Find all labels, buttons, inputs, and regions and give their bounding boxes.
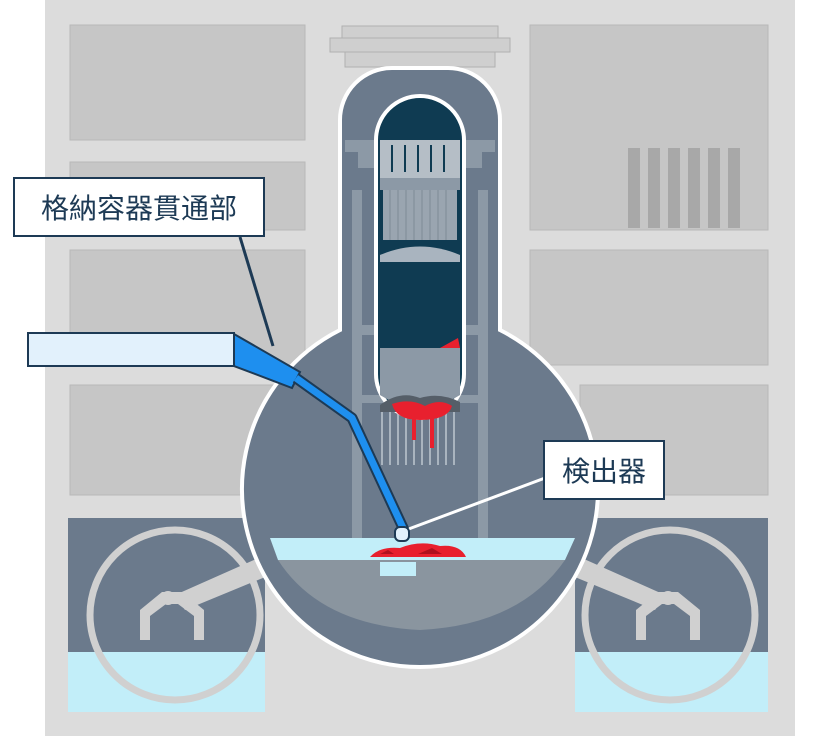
detector-head: [394, 526, 410, 542]
detector-leader-line: [405, 476, 546, 532]
suppression-pool-right: [570, 518, 768, 712]
containment-cap: [329, 25, 511, 68]
guide-pipe: [27, 332, 235, 367]
detector-label: 検出器: [543, 440, 665, 500]
molten-debris-vessel: [392, 401, 452, 420]
investigation-probe: [27, 332, 410, 542]
vent-bars: [628, 148, 740, 228]
penetration-label: 格納容器貫通部: [13, 177, 265, 237]
sump: [380, 562, 416, 576]
molten-debris-floor: [370, 543, 466, 557]
penetration-leader-line: [238, 236, 275, 347]
vessel-internals: [380, 140, 460, 448]
containment-floor: [278, 560, 565, 630]
suppression-pool-left: [68, 518, 270, 712]
